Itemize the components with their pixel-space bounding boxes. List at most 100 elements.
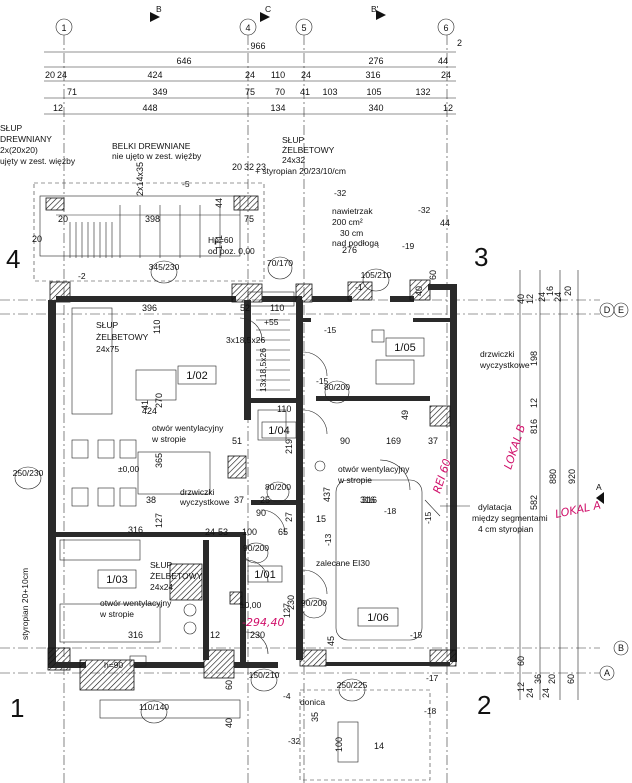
svg-text:424: 424 <box>147 70 162 80</box>
svg-text:14: 14 <box>374 741 384 751</box>
label-slup-drewniany: SŁUP DREWNIANY 2x(20x20) ujęty w zest. w… <box>0 123 76 166</box>
svg-text:16: 16 <box>545 286 555 296</box>
svg-text:C: C <box>265 4 271 14</box>
svg-text:80/200: 80/200 <box>265 482 291 492</box>
svg-text:51: 51 <box>232 436 242 446</box>
svg-text:dylatacja: dylatacja <box>478 502 512 512</box>
svg-text:44: 44 <box>438 56 448 66</box>
svg-text:A: A <box>596 482 602 492</box>
svg-text:150/210: 150/210 <box>249 670 280 680</box>
svg-text:349: 349 <box>152 87 167 97</box>
axis-bubble-a: A <box>599 665 615 681</box>
svg-text:Hp=60: Hp=60 <box>208 235 234 245</box>
svg-text:36: 36 <box>533 674 543 684</box>
zone-number-3: 3 <box>474 242 488 272</box>
svg-text:80/200: 80/200 <box>324 382 350 392</box>
svg-text:316: 316 <box>362 495 377 505</box>
svg-text:12: 12 <box>443 103 453 113</box>
svg-text:4 cm styropian: 4 cm styropian <box>478 524 534 534</box>
svg-text:nad podłogą: nad podłogą <box>332 238 379 248</box>
svg-text:-18: -18 <box>384 506 397 516</box>
svg-text:920: 920 <box>567 469 577 484</box>
svg-text:75: 75 <box>244 214 254 224</box>
svg-text:-294,40: -294,40 <box>242 616 284 629</box>
svg-text:1/01: 1/01 <box>254 569 275 581</box>
svg-text:E: E <box>618 305 624 315</box>
svg-text:20: 20 <box>45 70 55 80</box>
svg-text:110: 110 <box>152 320 162 334</box>
label-stairs: 3x18,5x26 <box>226 335 265 345</box>
svg-text:110: 110 <box>270 303 284 313</box>
svg-text:24x24: 24x24 <box>150 582 173 592</box>
zone-number-1: 1 <box>10 693 24 723</box>
stair-treads <box>69 205 221 258</box>
svg-text:37: 37 <box>234 495 244 505</box>
svg-text:12: 12 <box>516 682 526 692</box>
svg-text:32: 32 <box>244 162 254 172</box>
svg-text:25: 25 <box>260 495 270 505</box>
svg-text:250/230: 250/230 <box>13 468 44 478</box>
svg-text:otwór wentylacyjny: otwór wentylacyjny <box>152 423 224 433</box>
svg-text:-2: -2 <box>78 271 86 281</box>
right-dimension-chains: 40 12 24 16 24 20 816 198 12 582 880 920… <box>516 270 579 700</box>
svg-text:-32: -32 <box>418 205 431 215</box>
svg-text:49: 49 <box>400 410 410 420</box>
svg-text:40: 40 <box>516 294 526 304</box>
svg-text:DREWNIANY: DREWNIANY <box>0 134 52 144</box>
svg-text:60: 60 <box>428 270 438 280</box>
label-otwor-1: otwór wentylacyjny w stropie <box>151 423 224 444</box>
svg-text:52: 52 <box>240 303 250 313</box>
svg-text:41: 41 <box>140 400 150 410</box>
label-otwor-3: otwór wentylacyjny w stropie <box>337 464 410 485</box>
svg-text:966: 966 <box>250 41 265 51</box>
svg-text:90: 90 <box>256 508 266 518</box>
svg-text:345/230: 345/230 <box>149 262 180 272</box>
svg-text:2x14x35: 2x14x35 <box>135 162 145 196</box>
svg-text:LOKAL B: LOKAL B <box>501 423 528 471</box>
svg-text:171: 171 <box>214 235 224 250</box>
svg-text:w stropie: w stropie <box>337 475 372 485</box>
svg-text:70/170: 70/170 <box>267 258 293 268</box>
label-slup-zelbetowy-top: SŁUP ŻELBETOWY 24x32 + styropian 20/23/1… <box>255 135 346 176</box>
svg-text:20: 20 <box>32 234 42 244</box>
level-marks: -5 -32 -32 -2 -19 -1 +55 -15 -15 -18 -15… <box>78 179 439 746</box>
svg-text:230: 230 <box>286 595 296 610</box>
svg-text:B': B' <box>371 4 379 14</box>
svg-text:1: 1 <box>61 23 66 33</box>
svg-text:1/03: 1/03 <box>106 574 127 586</box>
svg-text:+55: +55 <box>264 317 279 327</box>
svg-text:nie ujęto w zest. więźby: nie ujęto w zest. więźby <box>112 151 202 161</box>
svg-text:-32: -32 <box>288 736 301 746</box>
svg-text:60: 60 <box>516 656 526 666</box>
building-walls <box>47 279 457 691</box>
svg-text:BELKI DREWNIANE: BELKI DREWNIANE <box>112 141 191 151</box>
label-nawietrzak: nawietrzak 200 cm² 30 cm nad podłogą <box>332 206 379 248</box>
svg-text:+ styropian 20/23/10/cm: + styropian 20/23/10/cm <box>255 166 346 176</box>
svg-text:wyczystkowe: wyczystkowe <box>479 360 530 370</box>
label-level-2: ±0,00 <box>240 600 261 610</box>
svg-text:ŻELBETOWY: ŻELBETOWY <box>96 332 149 342</box>
svg-text:816: 816 <box>529 419 539 434</box>
svg-text:20: 20 <box>232 162 242 172</box>
zone-number-2: 2 <box>477 690 491 720</box>
svg-text:24: 24 <box>525 688 535 698</box>
svg-text:20: 20 <box>58 214 68 224</box>
svg-text:250/225: 250/225 <box>337 680 368 690</box>
svg-text:169: 169 <box>386 436 401 446</box>
svg-text:ŻELBETOWY: ŻELBETOWY <box>282 145 335 155</box>
svg-text:35: 35 <box>310 712 320 722</box>
svg-text:110/140: 110/140 <box>139 702 169 712</box>
svg-text:od poz. 0,00: od poz. 0,00 <box>208 246 255 256</box>
svg-text:D: D <box>604 305 611 315</box>
top-terrace-area <box>33 182 265 282</box>
room-labels: 1/02 1/04 1/05 1/03 1/01 1/06 <box>97 337 425 627</box>
svg-text:SŁUP: SŁUP <box>96 320 119 330</box>
svg-text:24: 24 <box>537 292 547 302</box>
svg-text:65: 65 <box>278 527 288 537</box>
zone-number-4: 4 <box>6 244 20 274</box>
svg-text:SŁUP: SŁUP <box>282 135 305 145</box>
svg-text:24: 24 <box>441 70 451 80</box>
svg-text:24: 24 <box>205 527 215 537</box>
label-slup-zelbetowy-bottom: SŁUP ŻELBETOWY 24x24 <box>150 560 203 592</box>
svg-text:132: 132 <box>415 87 430 97</box>
